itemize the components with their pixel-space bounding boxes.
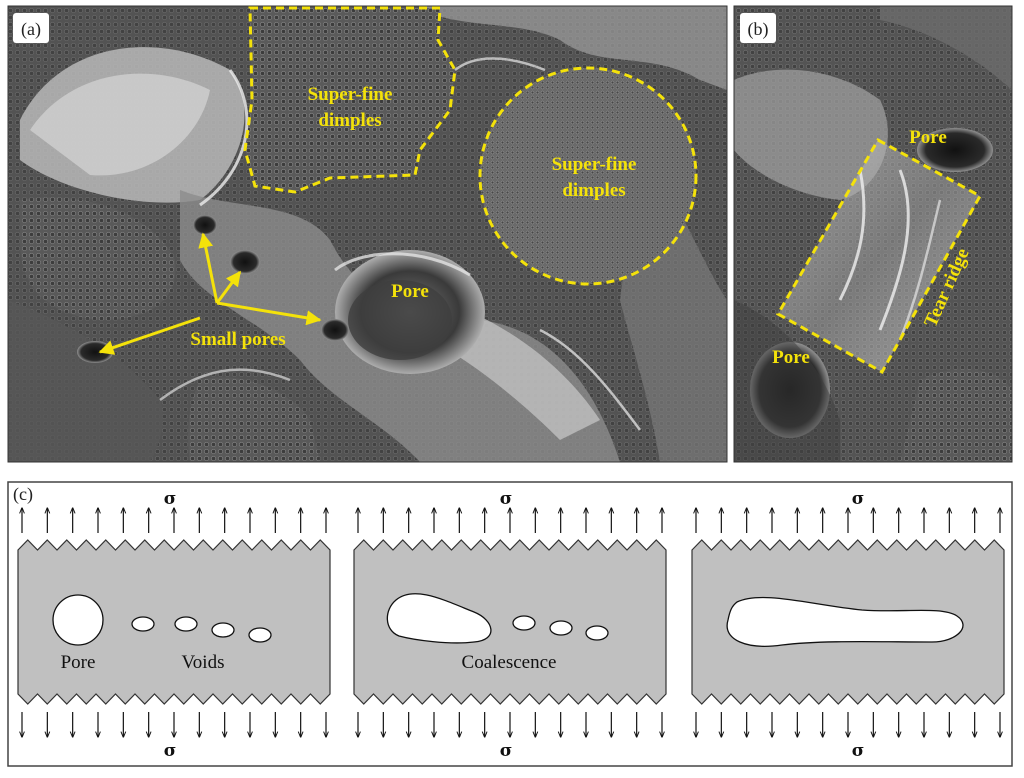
stage-label: Pore	[61, 652, 96, 673]
panel-c-label: (c)	[13, 484, 33, 505]
dimples-region-outline-2	[478, 66, 698, 286]
void-shape	[211, 622, 235, 638]
void-shape	[174, 616, 198, 632]
void-shape	[549, 620, 573, 636]
coalescing-void-shape	[386, 593, 492, 644]
panel-b-micrograph: Pore Pore Tear ridge	[734, 6, 1012, 462]
annotation-pore-bottom: Pore	[772, 347, 810, 368]
annotation-pore: Pore	[391, 281, 429, 302]
void-shape	[512, 615, 536, 631]
stress-label-bottom: σ	[500, 741, 513, 761]
stress-label-top: σ	[164, 489, 177, 509]
panel-a-label-bg	[13, 13, 49, 43]
dimples-region-outline-1	[243, 6, 457, 194]
void-shape	[131, 616, 155, 632]
stress-label-bottom: σ	[164, 741, 177, 761]
panel-b-label-bg	[740, 13, 776, 43]
small-pores-arrows	[98, 232, 322, 355]
crack-shape	[726, 596, 964, 647]
specimen-body	[353, 539, 667, 705]
annotation-small-pores: Small pores	[190, 329, 285, 350]
annotation-dimples-2-line2: dimples	[562, 180, 625, 201]
panel-a-label: (a)	[21, 19, 41, 40]
specimen-body	[17, 539, 331, 705]
annotation-dimples-1-line2: dimples	[318, 110, 381, 131]
pore-shape	[52, 594, 104, 646]
annotation-pore-top: Pore	[909, 127, 947, 148]
tear-ridge-outline	[775, 137, 983, 375]
panel-b-label: (b)	[748, 19, 769, 40]
panel-a-micrograph: Super-fine dimples Super-fine dimples Po…	[8, 6, 727, 462]
annotation-dimples-2-line1: Super-fine	[552, 154, 637, 175]
annotation-dimples-1-line1: Super-fine	[308, 84, 393, 105]
void-shape	[248, 627, 272, 643]
stage-label: Coalescence	[462, 652, 557, 673]
stage-label: Voids	[182, 652, 225, 673]
stress-label-top: σ	[500, 489, 513, 509]
stage-3: σσ	[691, 489, 1005, 761]
stress-label-bottom: σ	[852, 741, 865, 761]
stress-label-top: σ	[852, 489, 865, 509]
void-shape	[585, 625, 609, 641]
